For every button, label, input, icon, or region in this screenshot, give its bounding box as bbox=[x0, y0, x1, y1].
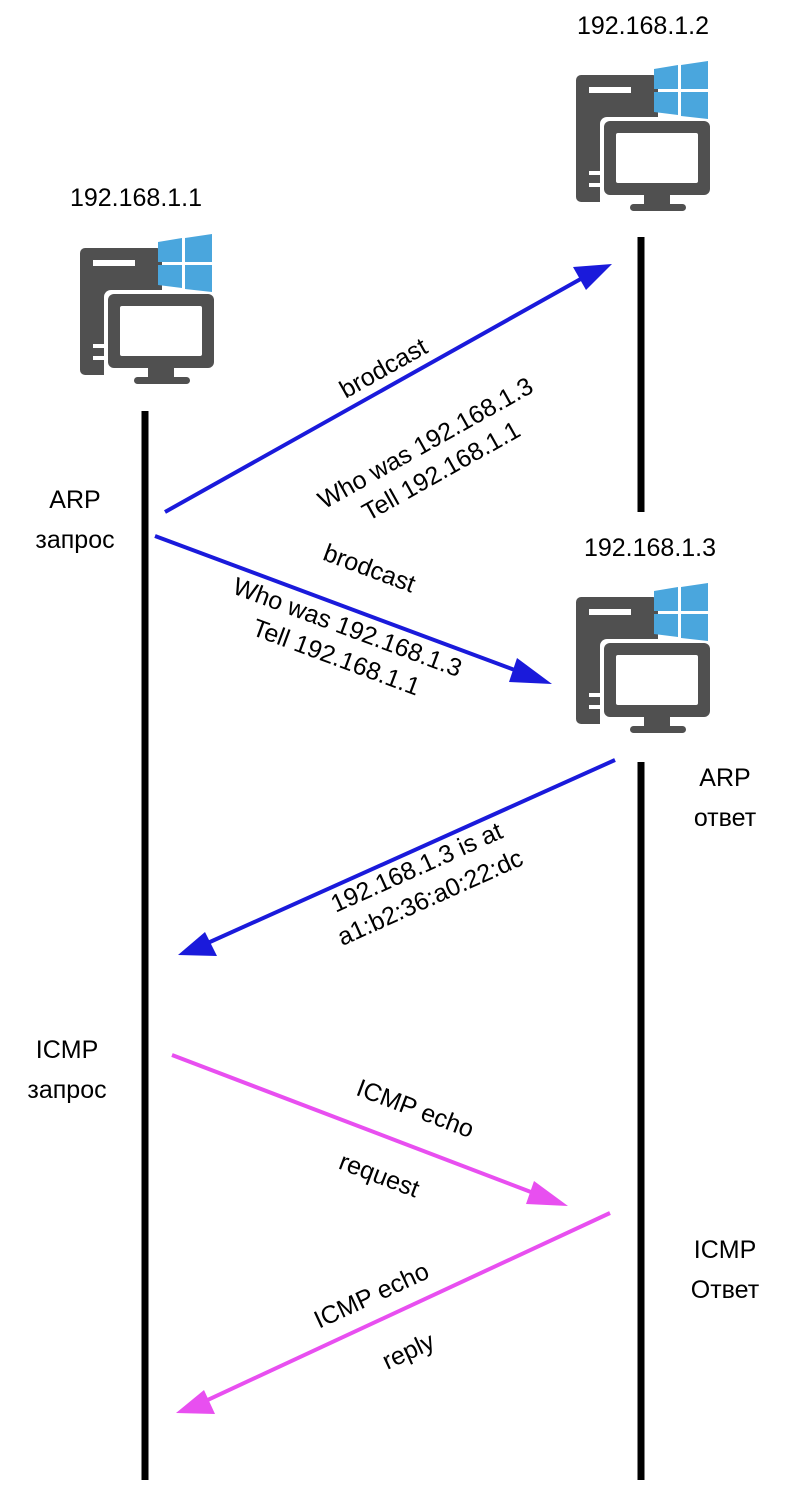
svg-text:ICMP: ICMP bbox=[694, 1236, 757, 1264]
arp-broadcast-label-to-192-168-1-3: brodcast Who was 192.168.1.3 Tell 192.16… bbox=[229, 539, 465, 702]
arp-reply-message-label: 192.168.1.3 is at a1:b2:36:a0:22:dc bbox=[327, 817, 528, 952]
arp-reply-arrow bbox=[178, 758, 616, 956]
arp-request-label: ARP запрос bbox=[35, 486, 114, 554]
message-line: reply bbox=[378, 1327, 439, 1375]
message-line: brodcast bbox=[319, 539, 419, 599]
arrowhead bbox=[526, 1181, 568, 1206]
message-line: ICMP echo bbox=[353, 1074, 478, 1144]
host-192-168-1-2: 192.168.1.2 bbox=[576, 12, 712, 211]
windows-pc-icon bbox=[576, 61, 712, 211]
icmp-request-label: ICMP запрос bbox=[27, 1036, 106, 1104]
icmp-echo-request-arrow bbox=[171, 1053, 568, 1206]
svg-text:ответ: ответ bbox=[694, 804, 757, 832]
svg-text:ARP: ARP bbox=[49, 486, 100, 514]
host-192-168-1-3: 192.168.1.3 bbox=[576, 534, 716, 733]
svg-text:ICMP: ICMP bbox=[36, 1036, 99, 1064]
arp-reply-label: ARP ответ bbox=[694, 764, 757, 832]
svg-text:запрос: запрос bbox=[35, 526, 114, 554]
arrow-line bbox=[200, 758, 616, 948]
arrowhead bbox=[573, 264, 612, 290]
arrowhead bbox=[178, 932, 217, 956]
windows-pc-icon bbox=[80, 234, 216, 384]
host-192-168-1-1: 192.168.1.1 bbox=[70, 184, 216, 384]
host-ip-label: 192.168.1.1 bbox=[70, 184, 202, 212]
arrow-line bbox=[198, 1211, 611, 1406]
arp-broadcast-label-to-192-168-1-2: brodcast Who was 192.168.1.3 Tell 192.16… bbox=[313, 333, 538, 527]
arrow-line bbox=[164, 274, 587, 514]
icmp-reply-label: ICMP Ответ bbox=[691, 1236, 760, 1304]
host-ip-label: 192.168.1.2 bbox=[577, 12, 709, 40]
arp-broadcast-arrow-to-192-168-1-2 bbox=[164, 264, 612, 514]
svg-text:ARP: ARP bbox=[699, 764, 750, 792]
windows-pc-icon bbox=[576, 583, 712, 733]
svg-text:Ответ: Ответ bbox=[691, 1276, 760, 1304]
icmp-echo-reply-label: ICMP echo reply bbox=[310, 1257, 440, 1375]
svg-text:запрос: запрос bbox=[27, 1076, 106, 1104]
icmp-echo-reply-arrow bbox=[176, 1211, 611, 1414]
arrow-line bbox=[154, 534, 529, 677]
message-line: request bbox=[335, 1148, 423, 1204]
arrow-line bbox=[171, 1053, 545, 1199]
arrowhead bbox=[509, 658, 552, 684]
arp-broadcast-arrow-to-192-168-1-3 bbox=[154, 534, 552, 684]
arrowhead bbox=[176, 1390, 215, 1414]
host-ip-label: 192.168.1.3 bbox=[584, 534, 716, 562]
